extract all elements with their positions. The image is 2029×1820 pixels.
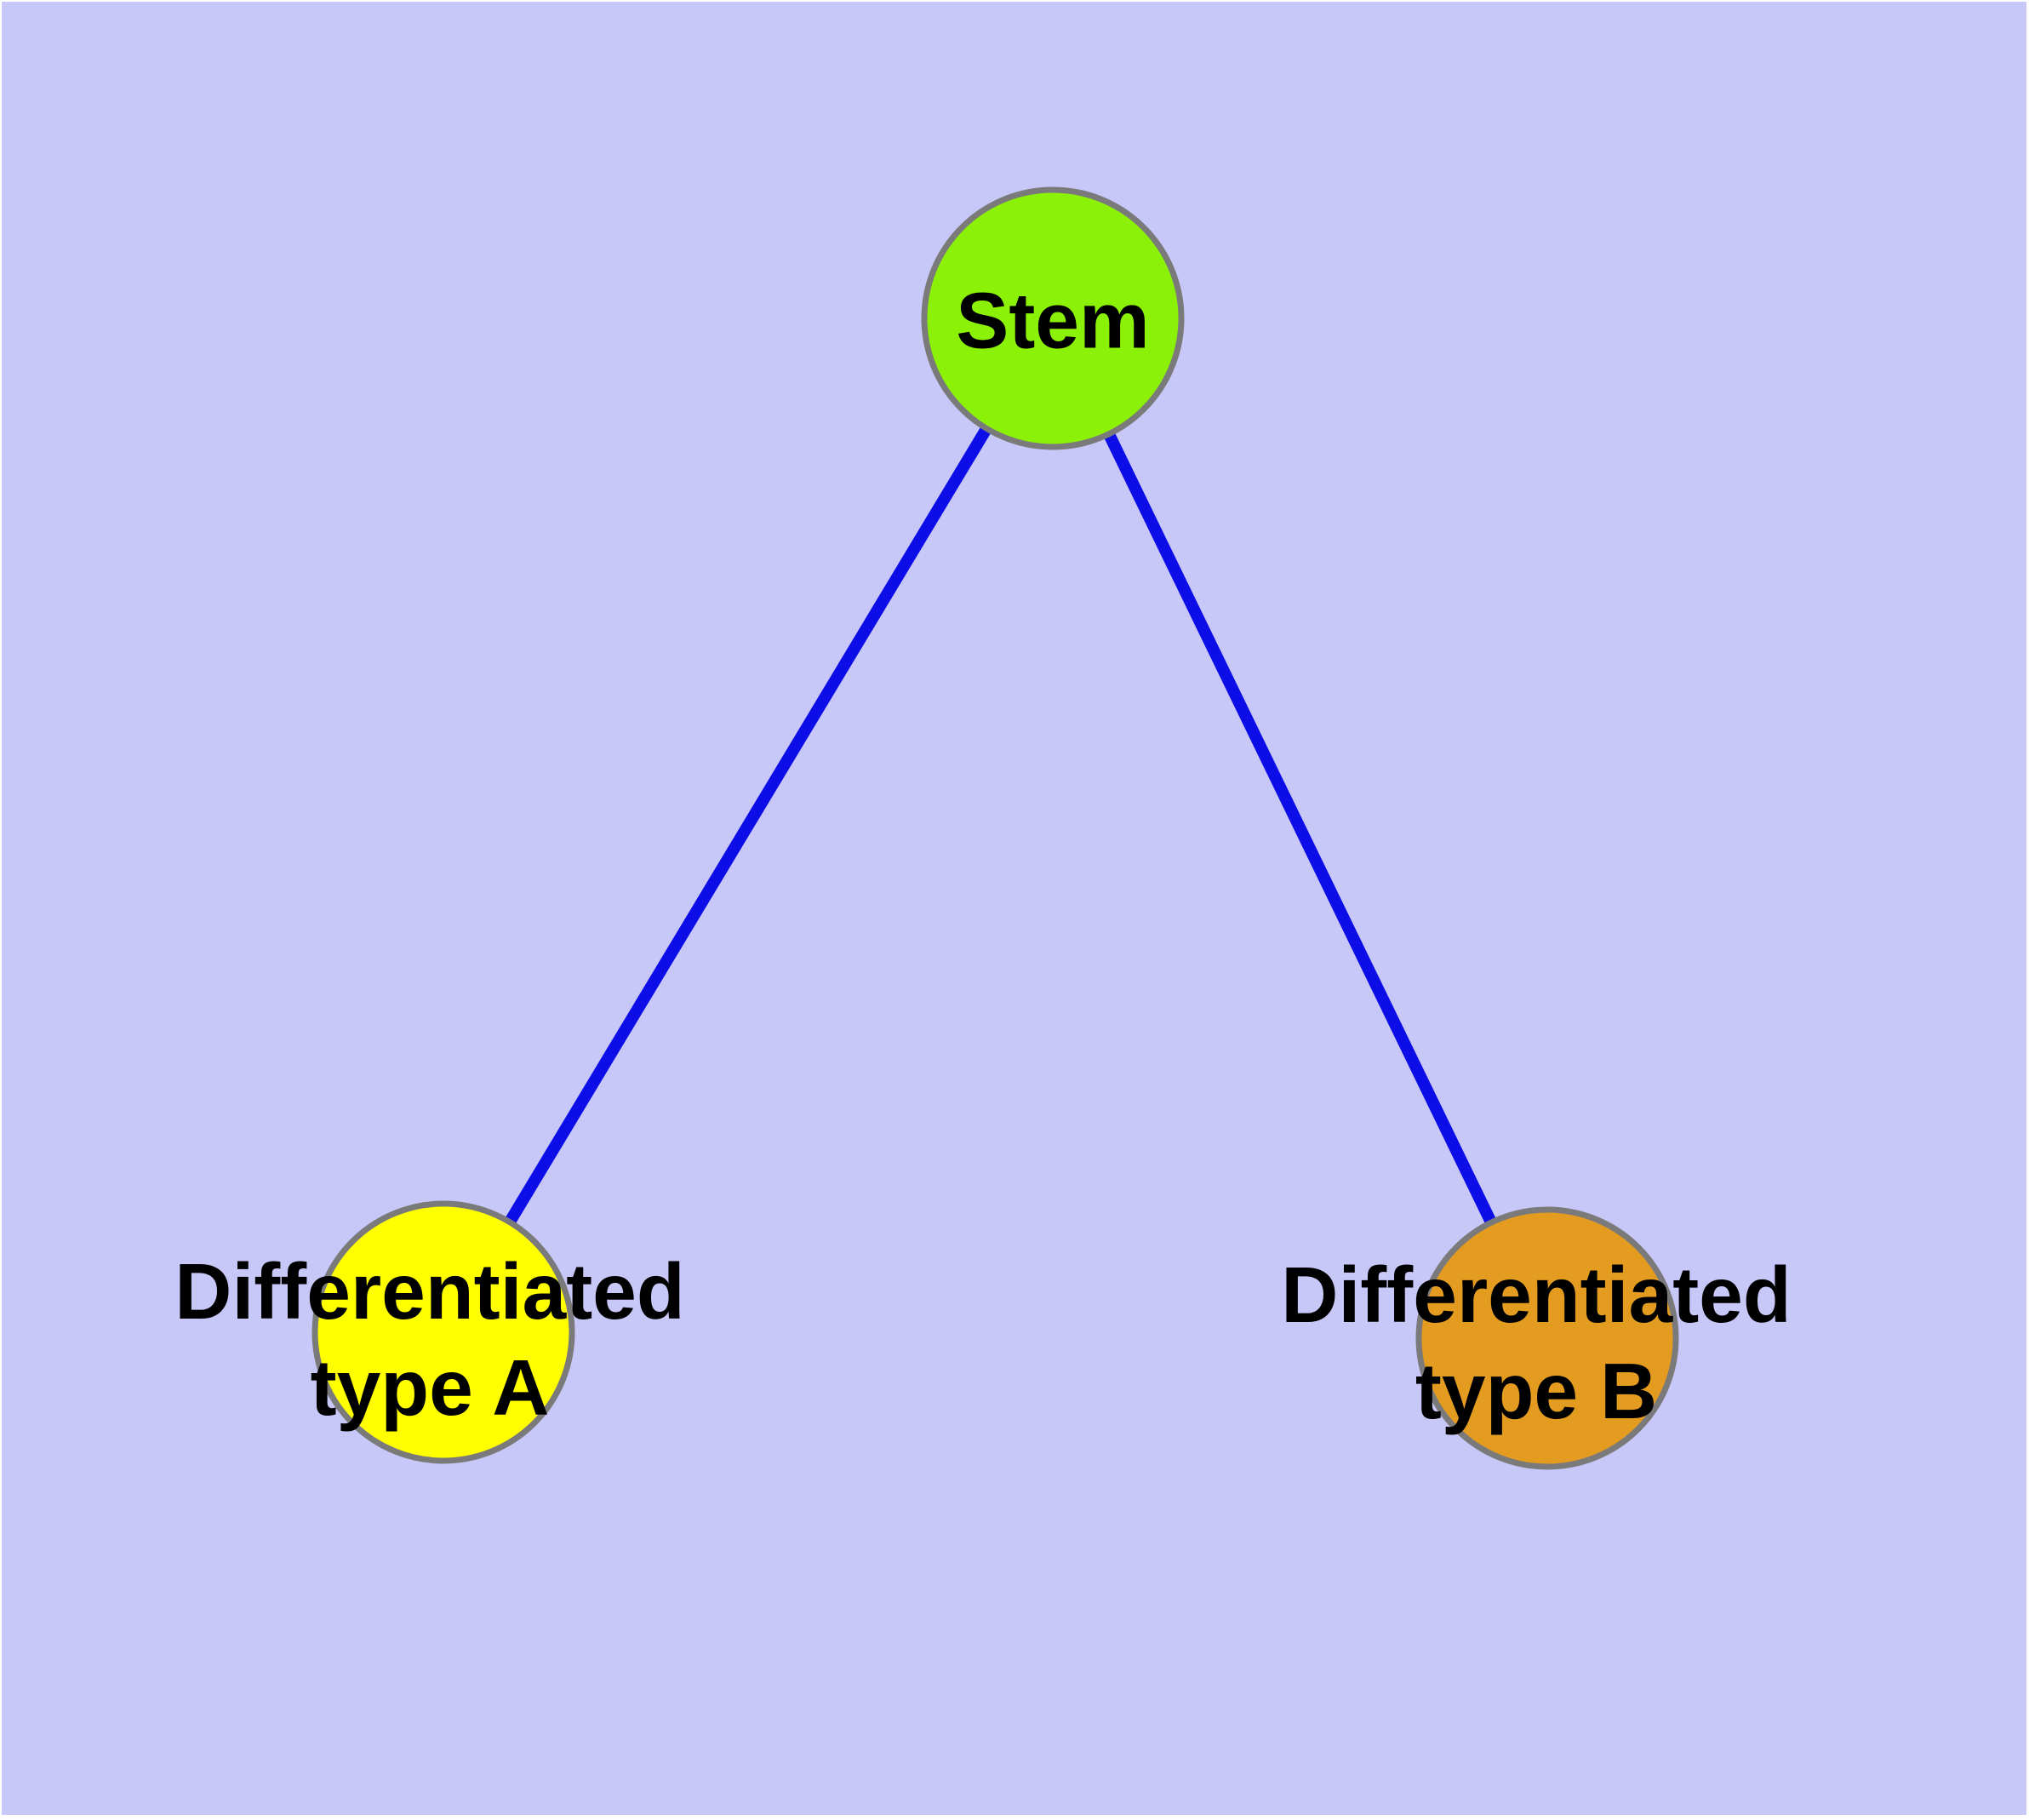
node-label-type-b-line1: Differentiated xyxy=(1281,1251,1792,1339)
edge-stem-to-type-b xyxy=(1047,315,1553,1342)
node-label-type-a-line1: Differentiated xyxy=(174,1247,685,1336)
node-label-type-b: Differentiated type B xyxy=(1281,1247,1791,1439)
node-label-stem: Stem xyxy=(956,276,1150,365)
node-type-b xyxy=(1415,1206,1679,1470)
edge-stem-to-type-a xyxy=(438,315,1058,1336)
node-label-type-a-line2: type A xyxy=(310,1343,550,1432)
node-type-a xyxy=(311,1200,575,1464)
node-label-type-a: Differentiated type A xyxy=(174,1244,684,1436)
node-label-type-b-line2: type B xyxy=(1415,1347,1658,1435)
node-stem xyxy=(921,186,1185,450)
